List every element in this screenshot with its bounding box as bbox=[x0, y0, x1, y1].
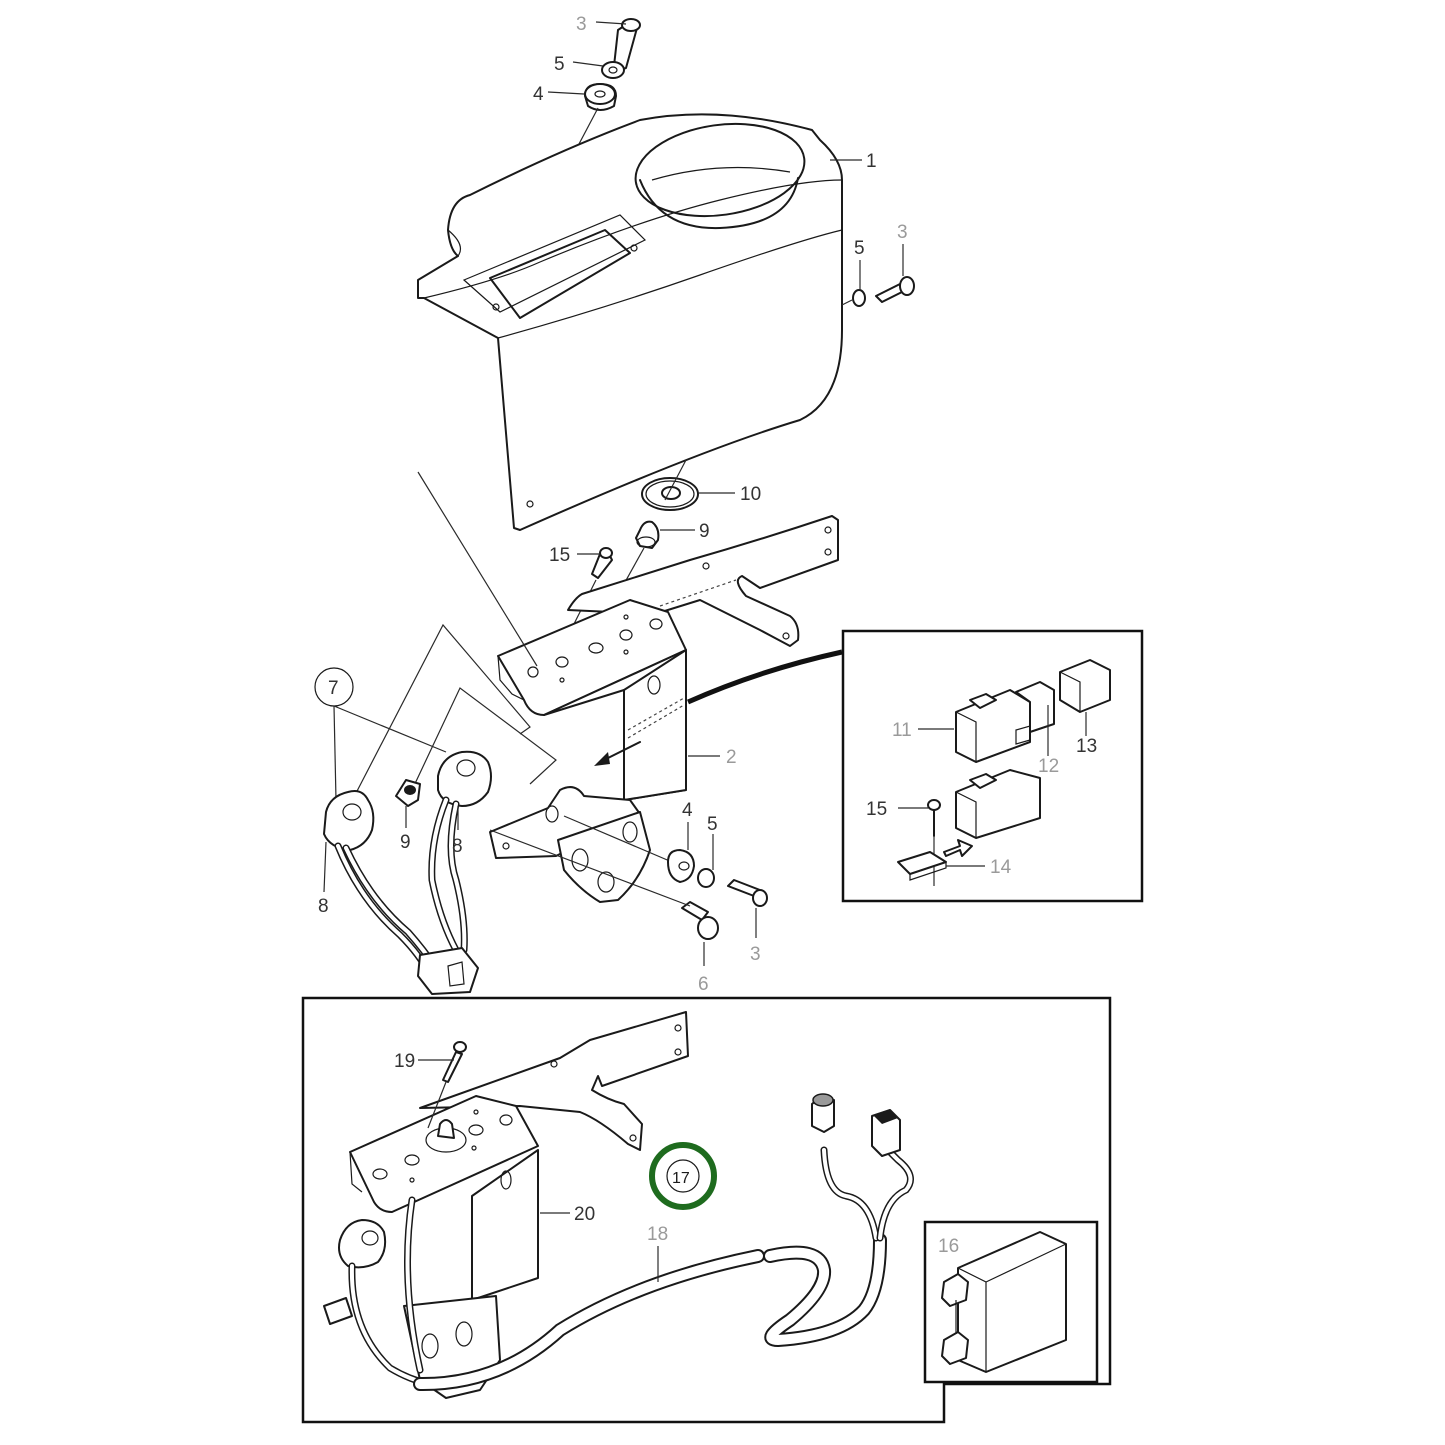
callout-cable-to-inset bbox=[686, 649, 843, 705]
cover-plate-10 bbox=[641, 459, 735, 511]
mounting-bracket-2 bbox=[489, 515, 839, 903]
callout-5-lower: 5 bbox=[707, 814, 718, 835]
callout-20: 20 bbox=[574, 1204, 595, 1225]
wiring-harness-18 bbox=[413, 1093, 914, 1392]
callout-9-left: 9 bbox=[400, 832, 411, 853]
rotary-switch-left bbox=[323, 790, 440, 979]
washer-icon bbox=[852, 289, 866, 307]
kit-assembly-box bbox=[301, 996, 1112, 1424]
callout-8-left: 8 bbox=[318, 896, 329, 917]
right-fastener-stack bbox=[841, 244, 915, 307]
callout-3-right: 3 bbox=[897, 222, 908, 243]
callout-3-lower: 3 bbox=[750, 944, 761, 965]
callout-16: 16 bbox=[938, 1236, 959, 1257]
lower-fastener-stack bbox=[489, 815, 768, 966]
bushing-icon bbox=[584, 83, 617, 111]
callout-11: 11 bbox=[892, 720, 912, 741]
console-cover bbox=[417, 113, 843, 531]
callout-2: 2 bbox=[726, 747, 737, 768]
connector-inset-box bbox=[841, 629, 1144, 903]
callout-12: 12 bbox=[1038, 756, 1059, 777]
callout-13: 13 bbox=[1076, 736, 1097, 757]
callout-5-top: 5 bbox=[554, 54, 565, 75]
screw-19 bbox=[418, 1041, 467, 1129]
callout-10: 10 bbox=[740, 484, 761, 505]
callout-4-top: 4 bbox=[533, 84, 544, 105]
kit-callout-17[interactable] bbox=[649, 1142, 717, 1210]
callout-3-top: 3 bbox=[576, 14, 587, 35]
callout-9-upper: 9 bbox=[699, 521, 710, 542]
bracket-assembly-20 bbox=[323, 1011, 689, 1399]
callout-8-right: 8 bbox=[452, 836, 463, 857]
callout-15-inset: 15 bbox=[866, 799, 887, 820]
callout-5-right: 5 bbox=[854, 238, 865, 259]
washer-icon bbox=[601, 61, 625, 79]
callout-19: 19 bbox=[394, 1051, 415, 1072]
callout-4-lower: 4 bbox=[682, 800, 693, 821]
callout-15-upper: 15 bbox=[549, 545, 570, 566]
callout-6: 6 bbox=[698, 974, 709, 995]
rotary-switch-right bbox=[417, 750, 492, 995]
callout-7: 7 bbox=[328, 678, 339, 699]
relay-module-16 bbox=[941, 1231, 1067, 1373]
callout-14: 14 bbox=[990, 857, 1012, 878]
relay-inset-box bbox=[923, 1220, 1099, 1384]
callout-17[interactable]: 17 bbox=[672, 1170, 690, 1187]
grommet-9-left bbox=[395, 779, 421, 828]
callout-1: 1 bbox=[866, 151, 877, 172]
callout-18: 18 bbox=[647, 1224, 668, 1245]
connector-inset bbox=[897, 659, 1111, 886]
zigzag-leaders bbox=[354, 471, 557, 796]
switch-group-7 bbox=[314, 667, 447, 801]
